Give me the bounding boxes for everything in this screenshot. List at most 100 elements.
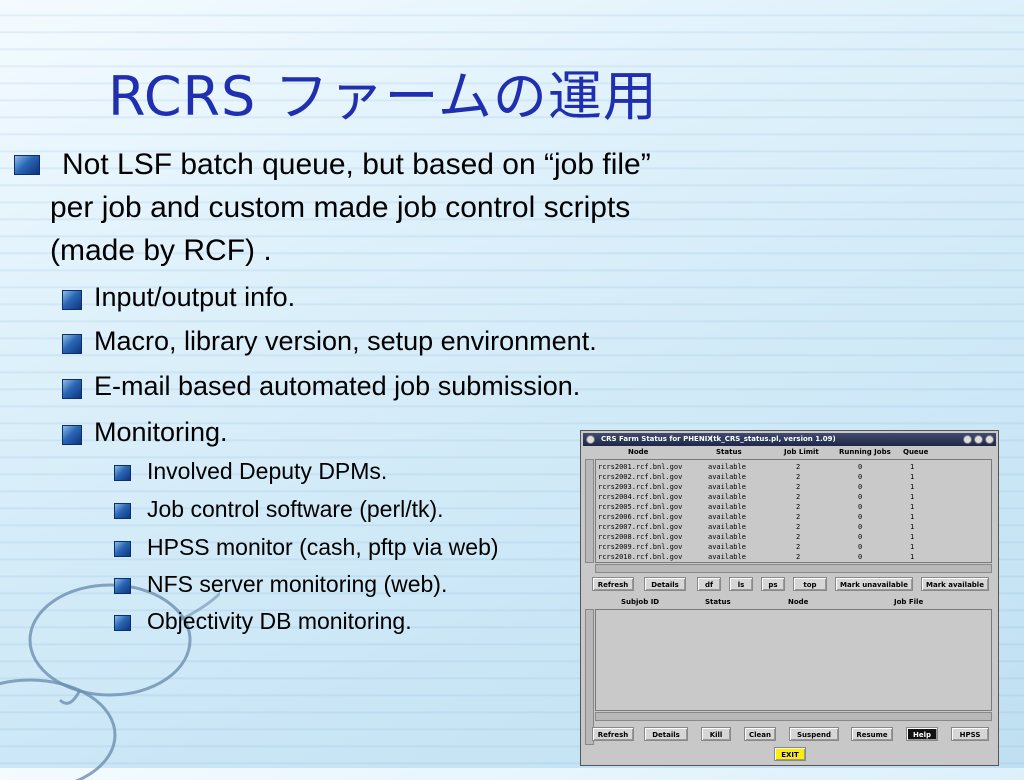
node-list-vertical-scrollbar[interactable] xyxy=(585,459,594,563)
table-cell: available xyxy=(708,503,746,511)
table-cell: rcrs2003.rcf.bnl.gov xyxy=(598,483,683,491)
resume-button[interactable]: Resume xyxy=(851,727,893,741)
mark-unavailable-button[interactable]: Mark unavailable xyxy=(835,577,913,591)
table-cell: 1 xyxy=(910,483,915,491)
table-cell: rcrs2002.rcf.bnl.gov xyxy=(598,473,683,481)
table-cell: 2 xyxy=(796,523,801,531)
table-cell: 0 xyxy=(858,463,863,471)
bullet-square-icon xyxy=(62,334,82,354)
table-cell: 1 xyxy=(910,513,915,521)
table-cell: 0 xyxy=(858,553,863,561)
refresh-button[interactable]: Refresh xyxy=(592,577,634,591)
subjob-list-horizontal-scrollbar[interactable] xyxy=(595,712,992,721)
kill-button[interactable]: Kill xyxy=(701,727,731,741)
table-cell: available xyxy=(708,463,746,471)
window-titlebar[interactable]: CRS Farm Status for PHENIX (tk_CRS_statu… xyxy=(583,433,996,446)
details-button[interactable]: Details xyxy=(644,577,686,591)
table-cell: 1 xyxy=(910,543,915,551)
table-cell: available xyxy=(708,493,746,501)
exit-button[interactable]: EXIT xyxy=(774,747,806,761)
column-header-node: Node xyxy=(628,448,649,456)
bullet-square-icon xyxy=(114,578,131,594)
table-cell: 2 xyxy=(796,493,801,501)
table-cell: rcrs2007.rcf.bnl.gov xyxy=(598,523,683,531)
table-cell: 0 xyxy=(858,493,863,501)
column-header-queue: Queue xyxy=(903,448,929,456)
table-cell: 2 xyxy=(796,463,801,471)
table-cell: 0 xyxy=(858,533,863,541)
minimize-icon[interactable] xyxy=(963,435,972,444)
slide-title: RCRS ファームの運用 xyxy=(108,65,658,128)
table-cell: available xyxy=(708,553,746,561)
bullet-square-icon xyxy=(62,425,82,445)
table-cell: available xyxy=(708,513,746,521)
table-cell: rcrs2001.rcf.bnl.gov xyxy=(598,463,683,471)
node-list-horizontal-scrollbar[interactable] xyxy=(595,564,992,573)
subjob-refresh-button[interactable]: Refresh xyxy=(592,727,634,741)
df-button[interactable]: df xyxy=(697,577,721,591)
close-icon[interactable] xyxy=(985,435,994,444)
table-cell: 2 xyxy=(796,503,801,511)
bullet-square-icon xyxy=(14,155,40,175)
table-cell: 2 xyxy=(796,513,801,521)
table-cell: 1 xyxy=(910,553,915,561)
help-button[interactable]: Help xyxy=(906,727,938,741)
bullet-square-icon xyxy=(114,465,131,481)
table-cell: available xyxy=(708,523,746,531)
table-cell: 2 xyxy=(796,553,801,561)
monitoring-item-hpss: HPSS monitor (cash, pftp via web) xyxy=(114,534,499,561)
table-cell: 1 xyxy=(910,533,915,541)
column-header-subjob-id: Subjob ID xyxy=(621,598,660,606)
table-cell: 1 xyxy=(910,523,915,531)
ps-button[interactable]: ps xyxy=(761,577,785,591)
bullet-square-icon xyxy=(114,615,131,631)
hpss-button[interactable]: HPSS xyxy=(951,727,989,741)
subjob-details-button[interactable]: Details xyxy=(644,727,688,741)
table-cell: rcrs2005.rcf.bnl.gov xyxy=(598,503,683,511)
maximize-icon[interactable] xyxy=(974,435,983,444)
column-header-running-jobs: Running Jobs xyxy=(839,448,891,456)
main-bullet-line2: per job and custom made job control scri… xyxy=(50,191,631,224)
suspend-button[interactable]: Suspend xyxy=(789,727,839,741)
table-cell: rcrs2009.rcf.bnl.gov xyxy=(598,543,683,551)
top-button[interactable]: top xyxy=(793,577,827,591)
monitoring-item-dpms: Involved Deputy DPMs. xyxy=(114,458,387,485)
table-cell: 2 xyxy=(796,533,801,541)
column-header-job-limit: Job Limit xyxy=(784,448,819,456)
bullet-square-icon xyxy=(114,541,131,557)
window-menu-icon[interactable] xyxy=(586,435,595,444)
node-list[interactable]: rcrs2001.rcf.bnl.gov available 2 0 1 rcrs2002… xyxy=(595,459,992,563)
bullet-square-icon xyxy=(62,290,82,310)
table-cell: 1 xyxy=(910,473,915,481)
main-bullet-line3: (made by RCF) . xyxy=(50,234,272,267)
table-cell: rcrs2010.rcf.bnl.gov xyxy=(598,553,683,561)
sub-bullet-monitoring: Monitoring. xyxy=(62,417,228,448)
table-cell: 2 xyxy=(796,483,801,491)
subjob-list[interactable] xyxy=(595,609,992,711)
sub-bullet-email: E-mail based automated job submission. xyxy=(62,371,580,402)
window-subtitle: (tk_CRS_status.pl, version 1.09) xyxy=(710,435,836,443)
bullet-square-icon xyxy=(114,503,131,519)
column-header-job-file: Job File xyxy=(894,598,924,606)
ls-button[interactable]: ls xyxy=(729,577,753,591)
table-cell: 0 xyxy=(858,543,863,551)
bullet-square-icon xyxy=(62,379,82,399)
monitoring-item-objectivity: Objectivity DB monitoring. xyxy=(114,608,412,635)
main-bullet-line1: Not LSF batch queue, but based on “job f… xyxy=(62,148,651,181)
clean-button[interactable]: Clean xyxy=(744,727,776,741)
table-cell: 2 xyxy=(796,473,801,481)
monitoring-item-nfs: NFS server monitoring (web). xyxy=(114,571,447,598)
table-cell: available xyxy=(708,543,746,551)
main-bullet: Not LSF batch queue, but based on “job f… xyxy=(14,143,814,272)
table-cell: 1 xyxy=(910,463,915,471)
crs-status-window: CRS Farm Status for PHENIX (tk_CRS_statu… xyxy=(580,430,999,766)
table-cell: 0 xyxy=(858,483,863,491)
mark-available-button[interactable]: Mark available xyxy=(921,577,989,591)
column-header-subjob-status: Status xyxy=(705,598,731,606)
table-cell: 2 xyxy=(796,543,801,551)
sub-bullet-io: Input/output info. xyxy=(62,282,295,313)
table-cell: 0 xyxy=(858,513,863,521)
table-cell: available xyxy=(708,483,746,491)
table-cell: rcrs2008.rcf.bnl.gov xyxy=(598,533,683,541)
subjob-list-vertical-scrollbar[interactable] xyxy=(585,609,594,745)
